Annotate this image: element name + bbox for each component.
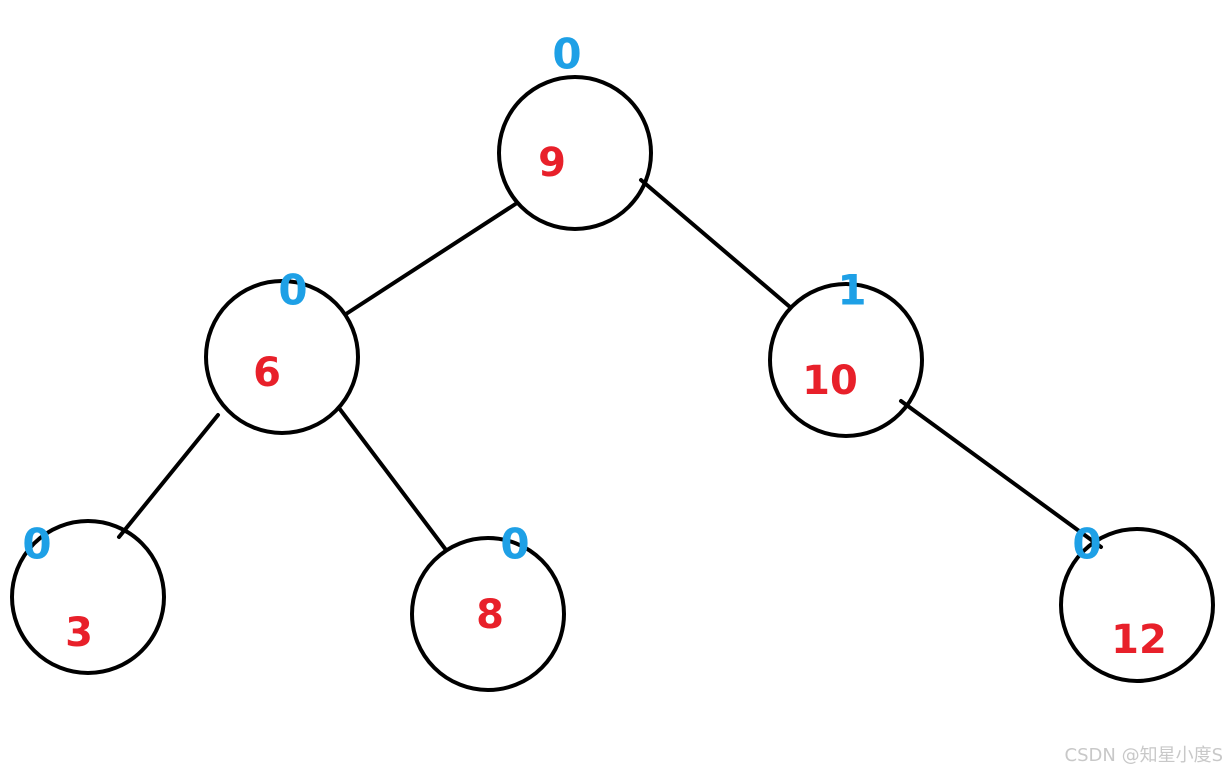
node-circle [1059,527,1215,683]
node-circle [204,279,360,435]
watermark: CSDN @知星小度S [1064,745,1223,766]
tree-node-6: 6 [204,279,360,435]
node-value: 9 [538,140,566,186]
node-circle [410,536,566,692]
edge-n6-n8 [337,406,448,552]
tree-node-9: 9 [497,75,653,231]
node-circle [10,519,166,675]
node-value: 6 [253,350,281,396]
node-value: 8 [476,592,504,638]
edge-n9-n6 [344,201,519,316]
tree-node-8: 8 [410,536,566,692]
balance-factor-9: 0 [552,30,581,79]
tree-node-12: 12 [1059,527,1215,683]
node-circle [497,75,653,231]
balance-factor-8: 0 [500,520,529,569]
balance-factor-12: 0 [1072,520,1101,569]
balance-factor-6: 0 [278,266,307,315]
balance-factor-10: 1 [837,266,866,315]
balance-factor-3: 0 [22,520,51,569]
edge-n6-n3 [117,413,220,539]
tree-edges [117,178,1103,552]
tree-node-3: 3 [10,519,166,675]
node-value: 12 [1111,617,1167,663]
node-value: 10 [802,358,858,404]
edge-n10-n12 [899,399,1103,549]
edge-n9-n10 [639,178,792,309]
tree-node-10: 10 [768,282,924,438]
node-value: 3 [65,610,93,656]
node-circle [768,282,924,438]
